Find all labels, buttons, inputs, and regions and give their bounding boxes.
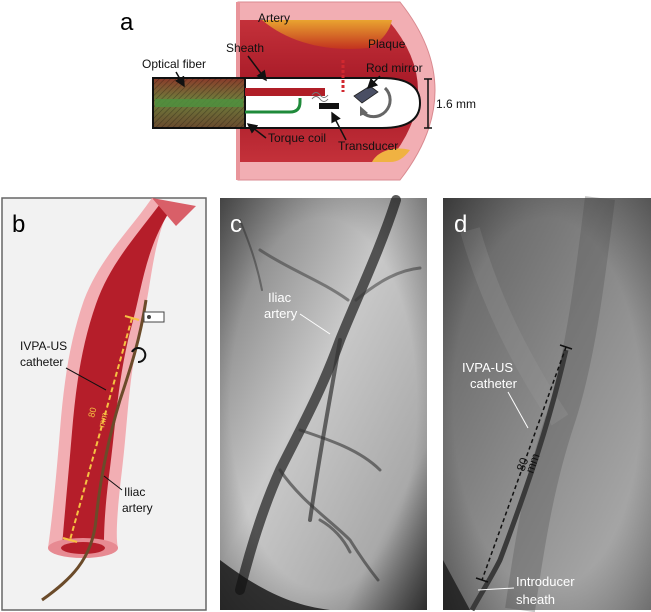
panel-c-letter: c [230,211,242,238]
artery-label-2: artery [264,306,298,321]
plaque-label: Plaque [368,37,406,51]
length-dashed-line [481,346,567,581]
optical-fiber-label: Optical fiber [142,57,206,71]
length-value: 80 [514,455,532,473]
acoustic-waves [311,92,329,102]
panel-b-letter: b [12,211,25,238]
rotation-arrow [360,86,392,119]
rod-mirror-label: Rod mirror [366,61,423,75]
transducer-label: Transducer [338,139,398,153]
diameter-bracket [424,78,432,129]
optical-fiber [245,88,325,96]
panel-a: a Artery Plaque [120,1,476,181]
artery-label-1: Iliac [268,290,292,305]
catheter-label-2: catheter [20,355,63,369]
transducer-wire [245,98,302,114]
artery-label-1: Iliac [124,485,145,499]
length-unit: mm [523,451,543,475]
artery-label-2: artery [122,501,153,515]
catheter-label-2: catheter [470,376,518,391]
panel-d-letter: d [454,211,467,238]
rod-mirror [353,85,379,104]
torque-coil-label: Torque coil [268,131,326,145]
artery-label: Artery [258,11,290,25]
panel-c: c Iliac artery [220,195,427,610]
panel-d: 80 mm d IVPA-US catheter Introducer shea… [443,196,651,612]
length-value: 80 [86,406,98,418]
rotation-arrow [131,347,147,364]
sheath-label-2: sheath [516,592,555,607]
catheter-wire [41,299,148,602]
diameter-label: 1.6 mm [436,97,476,111]
catheter-tip [143,311,165,323]
panel-a-letter: a [120,9,134,36]
plaque [262,20,392,49]
plaque-small [372,148,410,162]
catheter-label-1: IVPA-US [462,360,513,375]
sheath-label-1: Introducer [516,574,575,589]
length-unit: mm [96,412,109,429]
panel-b: b 80 mm IVPA-US catheter Iliac artery [1,197,207,611]
length-dashed-line [69,317,133,541]
catheter-label-1: IVPA-US [20,339,67,353]
sheath-label: Sheath [226,41,264,55]
transducer [319,103,339,109]
